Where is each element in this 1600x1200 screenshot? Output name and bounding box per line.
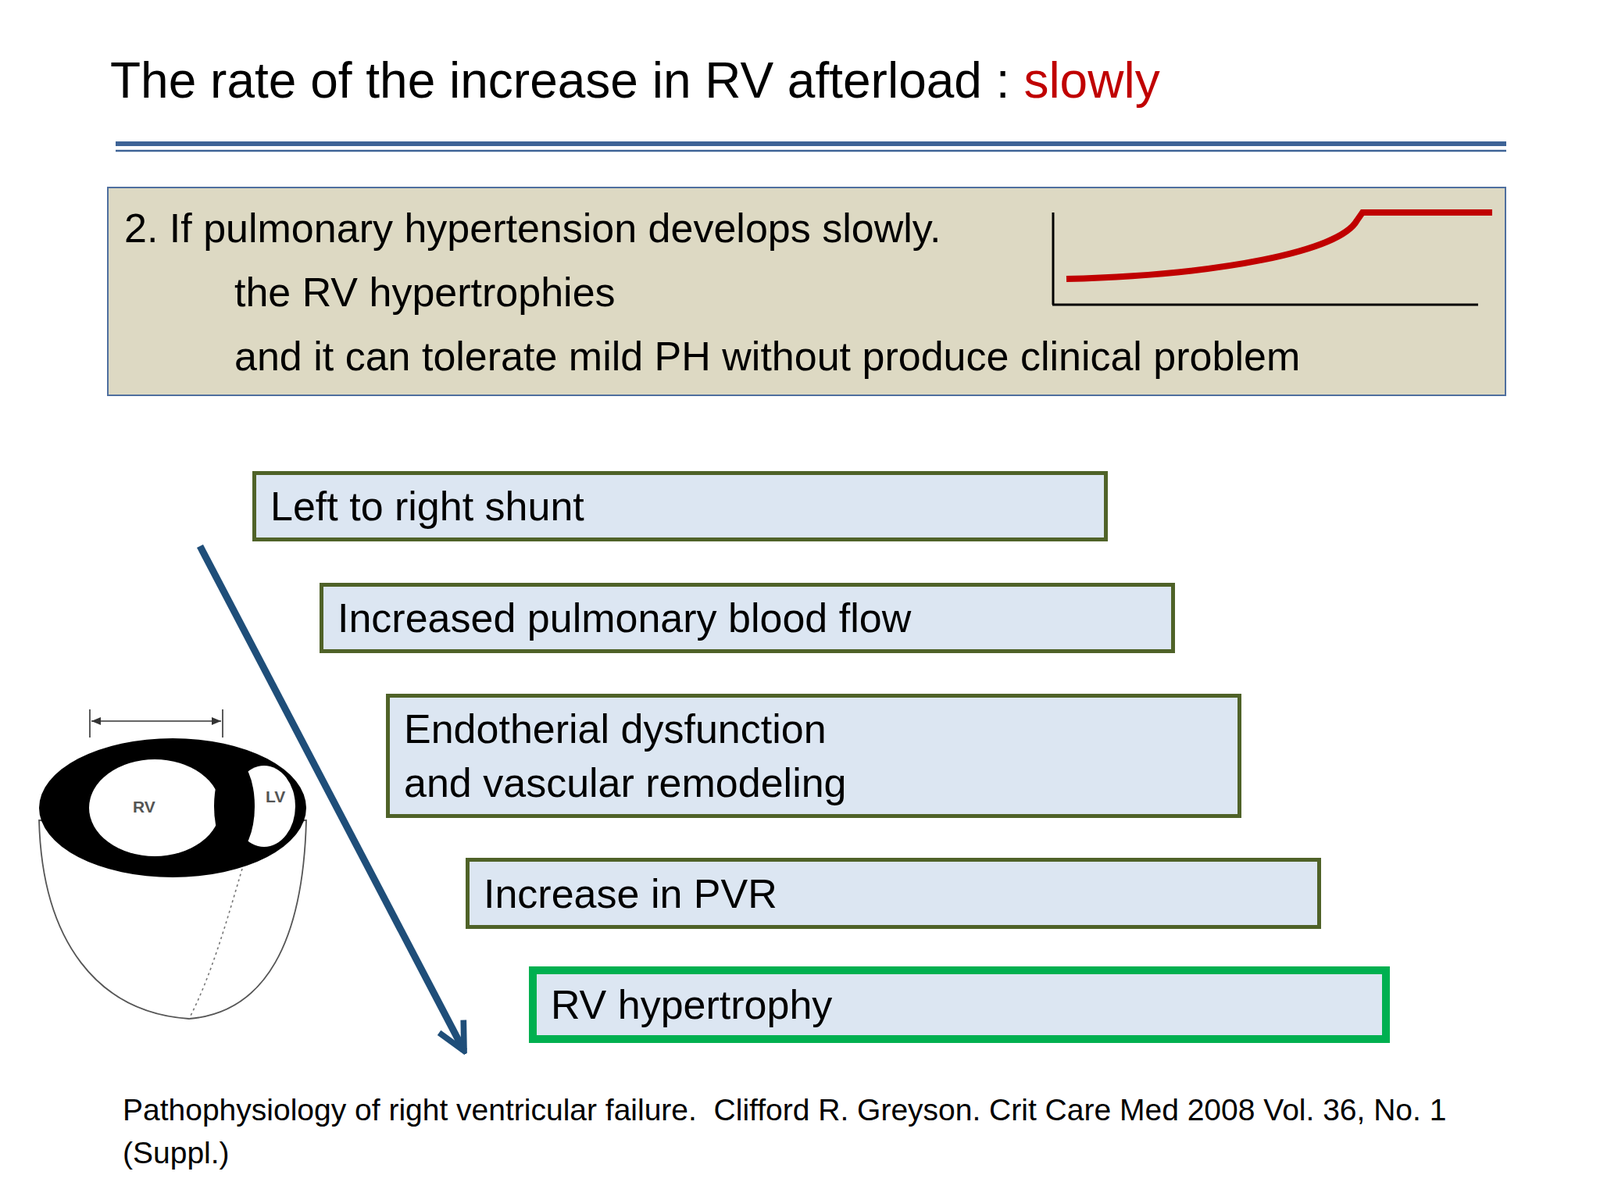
heart-wall — [39, 820, 307, 1019]
dimension-line — [91, 720, 222, 722]
title-emphasis: slowly — [1023, 51, 1160, 110]
chamber-label: LV — [265, 787, 286, 807]
process-box: Endotherial dysfunction and vascular rem… — [385, 693, 1242, 818]
box-label: Endotherial dysfunction and vascular rem… — [403, 702, 904, 811]
septum-line — [189, 868, 243, 1019]
slide-title: The rate of the increase in RV afterload… — [110, 51, 1010, 110]
statement-heading: 2. If pulmonary hypertension develops sl… — [124, 196, 1505, 261]
dimension-tick — [89, 709, 91, 738]
box-label: Left to right shunt — [270, 482, 1104, 531]
myocardium-ring — [39, 738, 307, 878]
box-label: Increased pulmonary blood flow — [337, 593, 1172, 643]
citation: Pathophysiology of right ventricular fai… — [122, 1088, 1467, 1175]
box-label: RV hypertrophy — [550, 980, 1383, 1029]
statement-box: 2. If pulmonary hypertension develops sl… — [107, 186, 1507, 397]
chamber-label: RV — [132, 797, 156, 817]
lv-cavity — [232, 765, 296, 847]
statement-body: the RV hypertrophies — [234, 260, 1505, 325]
dimension-arrowheads — [91, 717, 222, 725]
process-box: Left to right shunt — [252, 471, 1108, 542]
heart-illustration — [39, 709, 307, 1019]
statement-body: and it can tolerate mild PH without prod… — [234, 324, 1505, 389]
rv-cavity — [89, 759, 221, 857]
dimension-tick — [221, 709, 224, 738]
box-label: Increase in PVR — [483, 869, 1318, 918]
process-box: Increase in PVR — [465, 857, 1322, 929]
septum — [214, 759, 255, 854]
title-rule — [115, 141, 1507, 147]
title-rule-thin — [115, 150, 1507, 153]
title-row: The rate of the increase in RV afterload… — [110, 51, 1161, 110]
result-box: RV hypertrophy — [528, 966, 1390, 1043]
process-box: Increased pulmonary blood flow — [319, 582, 1175, 654]
